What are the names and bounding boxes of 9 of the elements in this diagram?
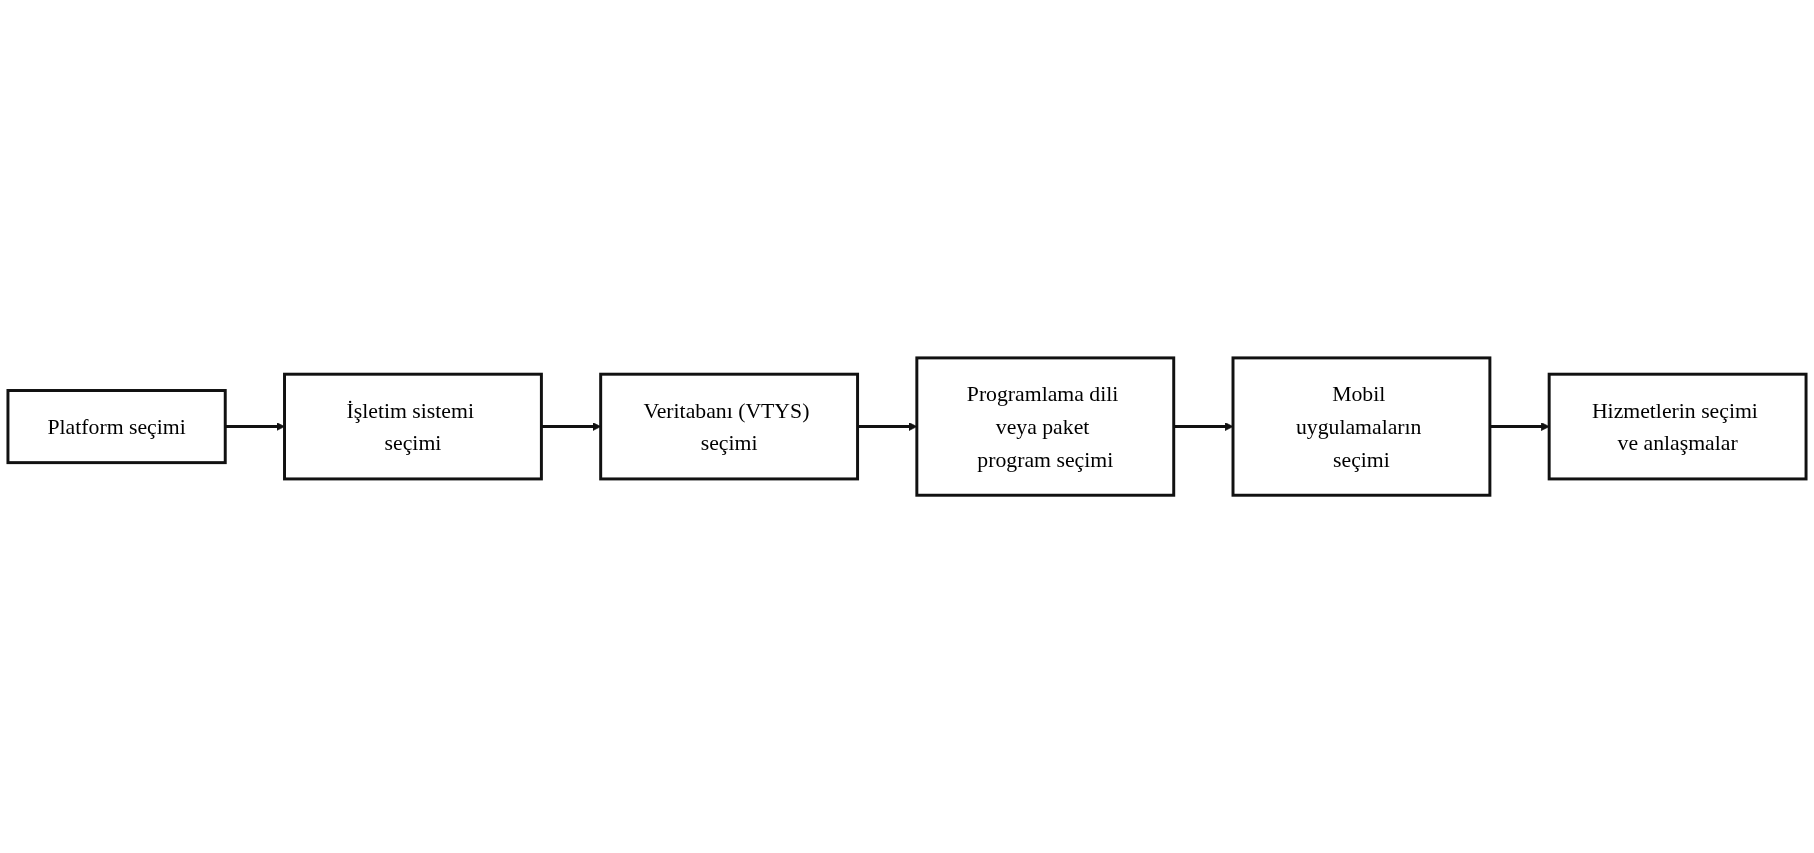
- node-box: Hizmetlerin seçimi ve anlaşmalar: [1547, 372, 1808, 481]
- node-box: Veritabanı (VTYS) seçimi: [599, 372, 860, 481]
- arrow: [1173, 422, 1234, 431]
- node-box: Mobil uygulamaların seçimi: [1231, 356, 1492, 497]
- arrow: [1489, 422, 1550, 431]
- node-box: Platform seçimi: [6, 388, 227, 465]
- node-box: Programlama dili veya paket program seçimi: [915, 356, 1176, 497]
- node-box: İşletim sistemi seçimi: [283, 372, 543, 481]
- arrow: [225, 422, 285, 431]
